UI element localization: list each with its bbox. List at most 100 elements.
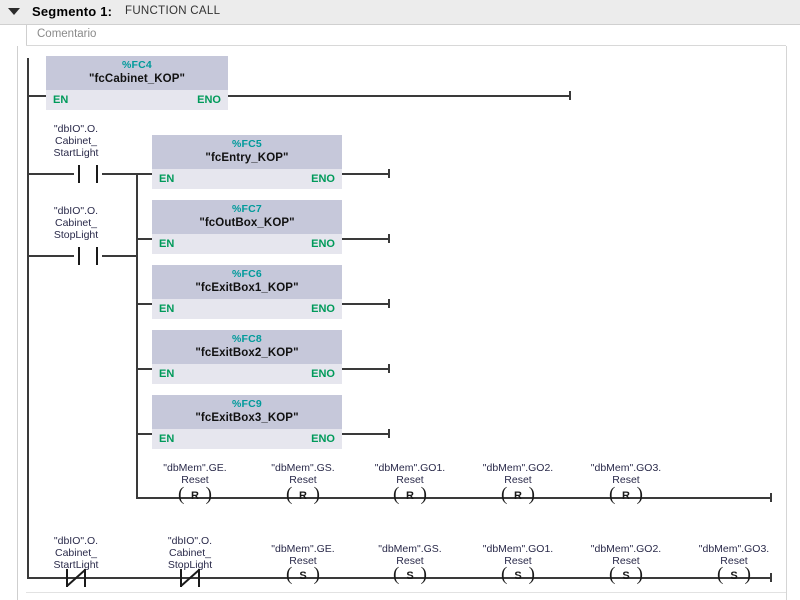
coil-paren-left: ( xyxy=(286,484,293,505)
wire-fc5-eno-out xyxy=(342,173,389,175)
coil-paren-left: ( xyxy=(501,564,508,585)
wire-terminal-tick xyxy=(388,364,390,373)
wire-terminal-tick xyxy=(770,493,772,502)
fc-block-fc6[interactable]: %FC6 "fcExitBox1_KOP" EN ENO xyxy=(152,265,342,319)
wire-bus-to-fc6-en xyxy=(136,303,152,305)
coil-letter: S xyxy=(622,570,630,582)
en-distribution-bus xyxy=(136,173,138,498)
coil-paren-left: ( xyxy=(609,564,616,585)
fc-block-name: "fcCabinet_KOP" xyxy=(88,73,186,85)
reset-coil-gs[interactable]: ( R ) xyxy=(286,484,320,508)
pin-eno-label: ENO xyxy=(197,94,221,106)
wire-contact1-to-bus xyxy=(102,173,138,175)
wire-terminal-tick xyxy=(388,299,390,308)
contact-bar-left xyxy=(180,569,182,587)
coil-paren-right: ) xyxy=(420,484,427,505)
coil-paren-right: ) xyxy=(636,484,643,505)
contact-bar-right xyxy=(198,569,200,587)
fc-block-fc4[interactable]: %FC4 "fcCabinet_KOP" EN ENO xyxy=(46,56,228,110)
contact-bar-right xyxy=(84,569,86,587)
fc-block-name: "fcExitBox2_KOP" xyxy=(195,347,299,359)
wire-bus-to-fc7-en xyxy=(136,238,152,240)
wire-fc9-eno-out xyxy=(342,433,389,435)
comment-divider xyxy=(26,45,786,46)
segment-subtitle: FUNCTION CALL xyxy=(125,5,221,17)
segment-title: Segmento 1: xyxy=(32,4,113,19)
editor-right-edge xyxy=(786,46,787,600)
ladder-editor-canvas[interactable] xyxy=(0,46,800,600)
coil-label-set-gs: "dbMem".GS. Reset xyxy=(378,543,442,567)
set-coil-gs[interactable]: ( S ) xyxy=(393,565,427,588)
wire-contact2-to-bus xyxy=(102,255,138,257)
set-coil-go2[interactable]: ( S ) xyxy=(609,564,643,588)
fc-block-name: "fcExitBox1_KOP" xyxy=(195,282,299,294)
pin-en-label: EN xyxy=(159,368,175,380)
set-coil-ge[interactable]: ( S ) xyxy=(286,565,320,588)
set-coil-go1[interactable]: ( S ) xyxy=(501,564,535,588)
fc-block-header: %FC4 "fcCabinet_KOP" xyxy=(46,56,228,90)
nc-contact-start-light[interactable] xyxy=(62,569,90,587)
fc-block-name: "fcOutBox_KOP" xyxy=(199,217,295,229)
wire-bus-to-fc5-en xyxy=(136,173,152,175)
pin-eno-label: ENO xyxy=(311,368,335,380)
coil-paren-left: ( xyxy=(393,484,400,505)
wire-terminal-tick xyxy=(569,91,571,100)
editor-gutter-line xyxy=(17,46,18,600)
coil-paren-right: ) xyxy=(528,484,535,505)
contact-label-set-stop-light: "dbIO".O. Cabinet_ StopLight xyxy=(167,535,213,571)
wire-reset-rung xyxy=(136,497,772,499)
wire-fc6-eno-out xyxy=(342,303,389,305)
fc-block-pins: EN ENO xyxy=(152,364,342,384)
reset-coil-ge[interactable]: ( R ) xyxy=(178,484,212,508)
fc-block-fc7[interactable]: %FC7 "fcOutBox_KOP" EN ENO xyxy=(152,200,342,254)
coil-label-go3-reset: "dbMem".GO3. Reset xyxy=(590,462,662,486)
fc-block-header: %FC5 "fcEntry_KOP" xyxy=(152,135,342,169)
wire-fc7-eno-out xyxy=(342,238,389,240)
fc-block-number: %FC8 xyxy=(232,333,262,345)
triangle-down-icon[interactable] xyxy=(8,8,20,15)
coil-paren-right: ) xyxy=(528,564,535,585)
wire-bus-to-fc8-en xyxy=(136,368,152,370)
fc-block-pins: EN ENO xyxy=(152,234,342,254)
contact-label-start-light: "dbIO".O. Cabinet_ StartLight xyxy=(53,123,99,159)
wire-terminal-tick xyxy=(388,429,390,438)
fc-block-pins: EN ENO xyxy=(152,169,342,189)
fc-block-pins: EN ENO xyxy=(46,90,228,110)
coil-paren-left: ( xyxy=(501,484,508,505)
set-coil-go3[interactable]: ( S ) xyxy=(717,564,751,588)
coil-letter: R xyxy=(299,490,307,502)
network-comment-field[interactable]: Comentario xyxy=(26,25,787,45)
coil-paren-left: ( xyxy=(717,564,724,585)
wire-terminal-tick xyxy=(388,169,390,178)
fc-block-fc5[interactable]: %FC5 "fcEntry_KOP" EN ENO xyxy=(152,135,342,189)
coil-letter: S xyxy=(730,570,738,582)
coil-paren-left: ( xyxy=(609,484,616,505)
coil-paren-left: ( xyxy=(178,484,185,505)
reset-coil-go2[interactable]: ( R ) xyxy=(501,484,535,508)
coil-paren-right: ) xyxy=(313,484,320,505)
no-contact-start-light[interactable] xyxy=(74,165,102,183)
reset-coil-go3[interactable]: ( R ) xyxy=(609,484,643,508)
fc-block-fc9[interactable]: %FC9 "fcExitBox3_KOP" EN ENO xyxy=(152,395,342,449)
fc-block-name: "fcEntry_KOP" xyxy=(205,152,289,164)
coil-label-go2-reset: "dbMem".GO2. Reset xyxy=(482,462,554,486)
pin-eno-label: ENO xyxy=(311,303,335,315)
nc-contact-stop-light[interactable] xyxy=(176,569,204,587)
pin-en-label: EN xyxy=(159,173,175,185)
coil-label-set-go3: "dbMem".GO3. Reset xyxy=(698,543,770,567)
wire-terminal-tick xyxy=(388,234,390,243)
wire-bus-to-fc9-en xyxy=(136,433,152,435)
fc-block-header: %FC9 "fcExitBox3_KOP" xyxy=(152,395,342,429)
coil-label-set-go2: "dbMem".GO2. Reset xyxy=(590,543,662,567)
pin-eno-label: ENO xyxy=(311,238,335,250)
fc-block-pins: EN ENO xyxy=(152,299,342,319)
coil-label-go1-reset: "dbMem".GO1. Reset xyxy=(374,462,446,486)
network-comment-placeholder: Comentario xyxy=(37,28,97,40)
wire-fc8-eno-out xyxy=(342,368,389,370)
coil-label-ge-reset: "dbMem".GE. Reset xyxy=(163,462,227,486)
no-contact-stop-light[interactable] xyxy=(74,247,102,265)
fc-block-fc8[interactable]: %FC8 "fcExitBox2_KOP" EN ENO xyxy=(152,330,342,384)
fc-block-number: %FC7 xyxy=(232,203,262,215)
pin-eno-label: ENO xyxy=(311,433,335,445)
reset-coil-go1[interactable]: ( R ) xyxy=(393,484,427,508)
